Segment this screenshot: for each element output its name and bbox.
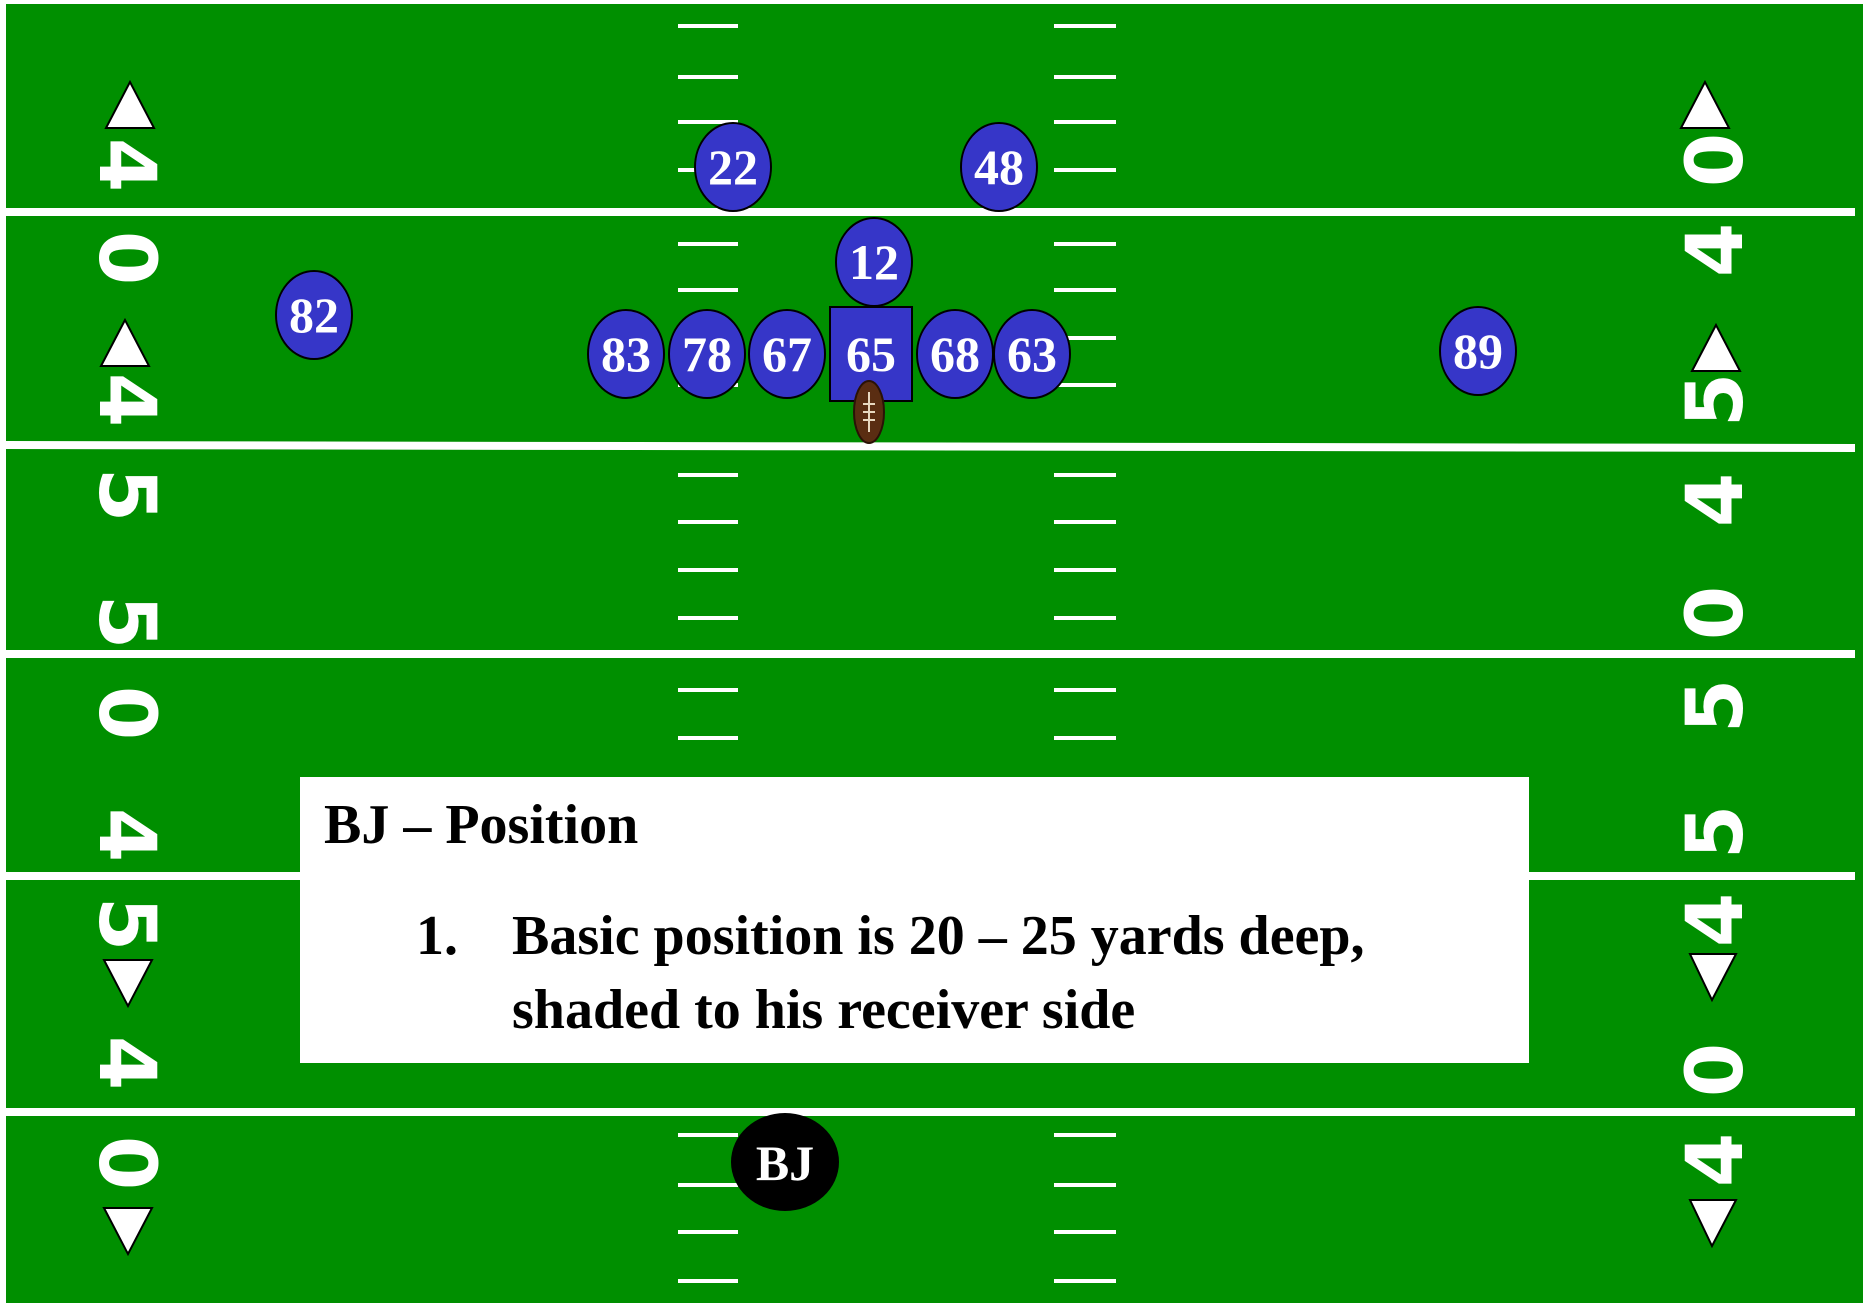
yard-number: 4 — [81, 138, 171, 192]
yard-number: 4 — [1671, 223, 1761, 277]
yard-number: 4 — [1671, 893, 1761, 947]
official-bj: BJ — [731, 1113, 839, 1211]
player-number: 63 — [1007, 326, 1057, 382]
player-number: 12 — [849, 234, 899, 290]
player-number: 67 — [762, 326, 812, 382]
yard-number: 5 — [1671, 373, 1761, 427]
yard-number: 0 — [1671, 1043, 1761, 1097]
player-82: 82 — [276, 271, 352, 359]
player-number: 82 — [289, 287, 339, 343]
info-textbox: BJ – Position 1. Basic position is 20 – … — [300, 777, 1529, 1063]
player-number: 68 — [930, 326, 980, 382]
player-number: 78 — [682, 326, 732, 382]
yard-number: 5 — [81, 468, 171, 522]
player-12: 12 — [836, 218, 912, 306]
yard-number: 0 — [81, 686, 171, 740]
player-number: 65 — [846, 326, 896, 382]
player-number: 22 — [708, 139, 758, 195]
player-22: 22 — [695, 123, 771, 211]
player-number: 48 — [974, 139, 1024, 195]
yard-number: 0 — [81, 231, 171, 285]
yard-number: 4 — [1671, 1133, 1761, 1187]
official-label: BJ — [756, 1135, 814, 1191]
yard-number: 4 — [81, 1036, 171, 1090]
yard-number: 0 — [1671, 133, 1761, 187]
list-item-text: Basic position is 20 – 25 yards deep, sh… — [512, 899, 1505, 1048]
player-67: 67 — [749, 310, 825, 398]
yard-number: 5 — [1671, 679, 1761, 733]
player-68: 68 — [917, 310, 993, 398]
football-icon — [854, 381, 884, 443]
player-number: 89 — [1453, 323, 1503, 379]
textbox-title: BJ – Position — [324, 797, 1505, 853]
player-89: 89 — [1440, 307, 1516, 395]
list-item-number: 1. — [324, 899, 512, 1048]
textbox-list-item: 1. Basic position is 20 – 25 yards deep,… — [324, 899, 1505, 1048]
yard-number: 5 — [1671, 805, 1761, 859]
yard-line — [6, 445, 1855, 448]
yard-number: 4 — [1671, 473, 1761, 527]
yard-number: 4 — [81, 373, 171, 427]
player-78: 78 — [669, 310, 745, 398]
yard-number: 0 — [1671, 586, 1761, 640]
player-number: 83 — [601, 326, 651, 382]
player-63: 63 — [994, 310, 1070, 398]
player-83: 83 — [588, 310, 664, 398]
yard-number: 4 — [81, 808, 171, 862]
yard-number: 5 — [81, 897, 171, 951]
player-48: 48 — [961, 123, 1037, 211]
yard-number: 0 — [81, 1136, 171, 1190]
yard-number: 5 — [81, 595, 171, 649]
